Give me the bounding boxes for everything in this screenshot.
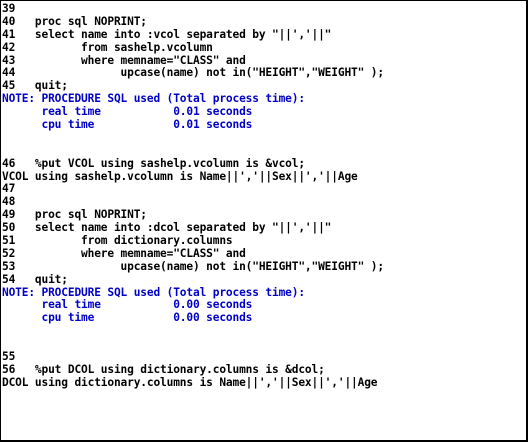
log-source-line [2,325,520,338]
log-source-line [2,145,520,158]
log-source-line: 39 [2,3,16,15]
log-source-line: 47 [2,183,16,196]
log-source-line: 42 from sashelp.vcolumn [2,41,213,54]
vertical-scrollbar[interactable] [520,1,526,440]
log-source-line [2,338,520,351]
log-note-line: real time 0.01 seconds [2,106,253,119]
log-source-line: VCOL using sashelp.vcolumn is Name||','|… [2,170,358,183]
log-source-line: 55 [2,351,16,364]
log-source-line: 43 where memname="CLASS" and [2,54,246,67]
log-note-line: real time 0.00 seconds [2,299,253,312]
log-source-line: DCOL using dictionary.columns is Name||'… [2,376,378,389]
log-note-line: NOTE: PROCEDURE SQL used (Total process … [2,286,305,299]
log-source-line [2,132,520,145]
log-note-line: cpu time 0.00 seconds [2,312,253,325]
log-source-line: 45 quit; [2,80,68,93]
log-source-line: 53 upcase(name) not in("HEIGHT","WEIGHT"… [2,260,384,273]
log-source-line: 40 proc sql NOPRINT; [2,15,147,28]
log-note-line: cpu time 0.01 seconds [2,119,253,132]
log-source-line: 51 from dictionary.columns [2,235,233,248]
log-source-line: 48 [2,196,16,209]
log-source-line: 50 select name into :dcol separated by "… [2,222,332,235]
log-source-line: 49 proc sql NOPRINT; [2,209,147,222]
log-source-line: 56 %put DCOL using dictionary.columns is… [2,363,325,376]
log-source-line: 41 select name into :vcol separated by "… [2,28,332,41]
log-note-line: NOTE: PROCEDURE SQL used (Total process … [2,93,305,106]
log-source-line: 46 %put VCOL using sashelp.vcolumn is &v… [2,157,305,170]
log-source-line: 44 upcase(name) not in("HEIGHT","WEIGHT"… [2,67,384,80]
log-source-line: 54 quit; [2,273,68,286]
log-source-line: 52 where memname="CLASS" and [2,247,246,260]
